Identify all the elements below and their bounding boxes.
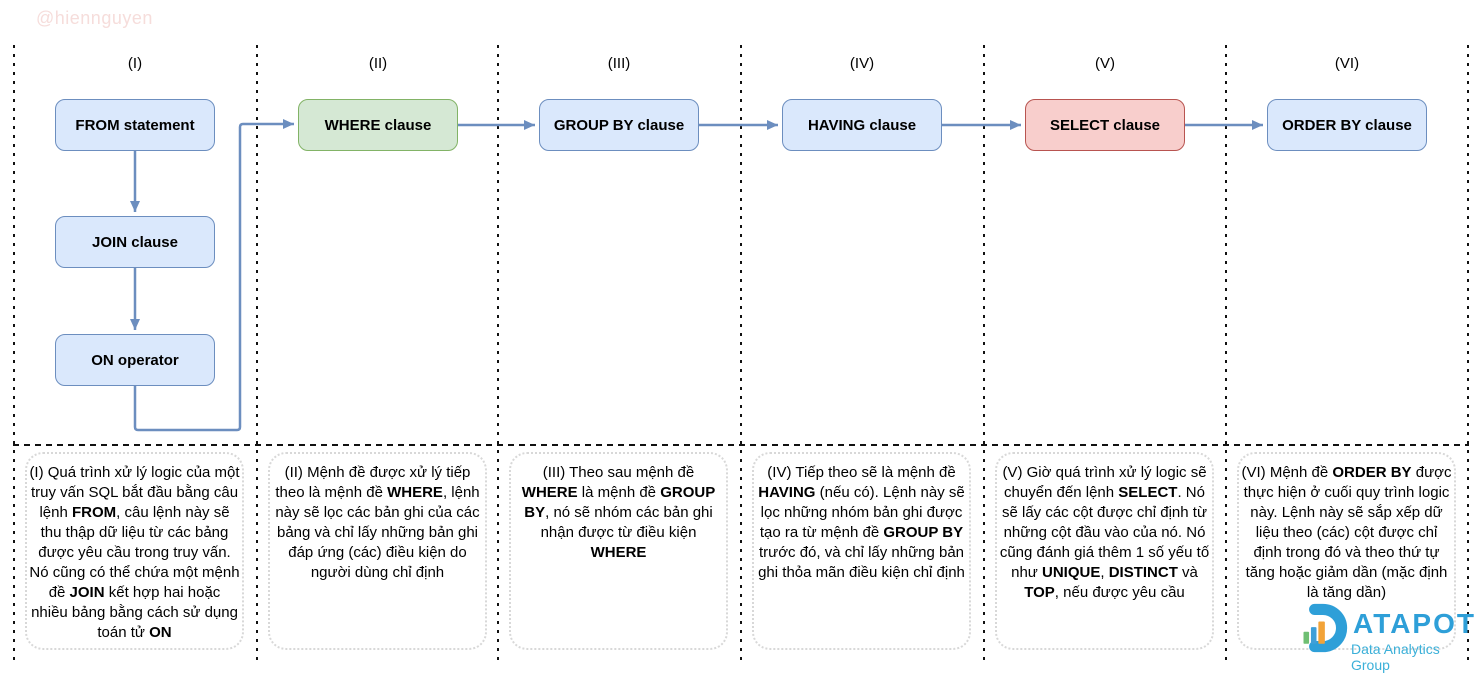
column-divider [983, 45, 985, 662]
flow-node-where-clause: WHERE clause [298, 99, 458, 151]
column-5: (V) SELECT clause (V) Giờ quá trình xử l… [984, 0, 1226, 673]
flow-node-join-clause: JOIN clause [55, 216, 215, 268]
flow-node-select-clause: SELECT clause [1025, 99, 1185, 151]
column-description: (III) Theo sau mệnh đề WHERE là mệnh đề … [509, 452, 728, 650]
column-description: (IV) Tiếp theo sẽ là mệnh đề HAVING (nếu… [752, 452, 971, 650]
column-2: (II) WHERE clause (II) Mệnh đề được xử l… [257, 0, 499, 673]
column-label: (III) [607, 55, 631, 72]
column-description: (I) Quá trình xử lý logic của một truy v… [25, 452, 244, 650]
column-label: (IV) [849, 55, 875, 72]
column-label: (I) [127, 55, 143, 72]
column-6: (VI) ORDER BY clause (VI) Mệnh đề ORDER … [1226, 0, 1468, 673]
column-divider [1467, 45, 1469, 662]
column-divider [1225, 45, 1227, 662]
flow-node-order-by-clause: ORDER BY clause [1267, 99, 1427, 151]
flow-node-group-by-clause: GROUP BY clause [539, 99, 699, 151]
flow-node-from-statement: FROM statement [55, 99, 215, 151]
logo-subtitle: Data Analytics Group [1351, 641, 1440, 673]
column-description: (II) Mệnh đề được xử lý tiếp theo là mện… [268, 452, 487, 650]
section-divider [13, 444, 1469, 446]
column-4: (IV) HAVING clause (IV) Tiếp theo sẽ là … [741, 0, 983, 673]
column-label: (VI) [1334, 55, 1360, 72]
datapot-d-chart-icon [1297, 601, 1349, 660]
column-description: (VI) Mệnh đề ORDER BY được thực hiện ở c… [1237, 452, 1456, 650]
flow-node-on-operator: ON operator [55, 334, 215, 386]
flow-node-having-clause: HAVING clause [782, 99, 942, 151]
datapot-logo: ATAPOT Data Analytics Group [1297, 601, 1476, 673]
column-divider [497, 45, 499, 662]
column-description: (V) Giờ quá trình xử lý logic sẽ chuyển … [995, 452, 1214, 650]
column-divider [13, 45, 15, 662]
column-divider [740, 45, 742, 662]
logo-wordmark: ATAPOT [1353, 608, 1476, 639]
column-label: (II) [368, 55, 388, 72]
watermark: @hiennguyen [36, 8, 153, 28]
column-3: (III) GROUP BY clause (III) Theo sau mện… [498, 0, 740, 673]
column-label: (V) [1095, 55, 1115, 72]
